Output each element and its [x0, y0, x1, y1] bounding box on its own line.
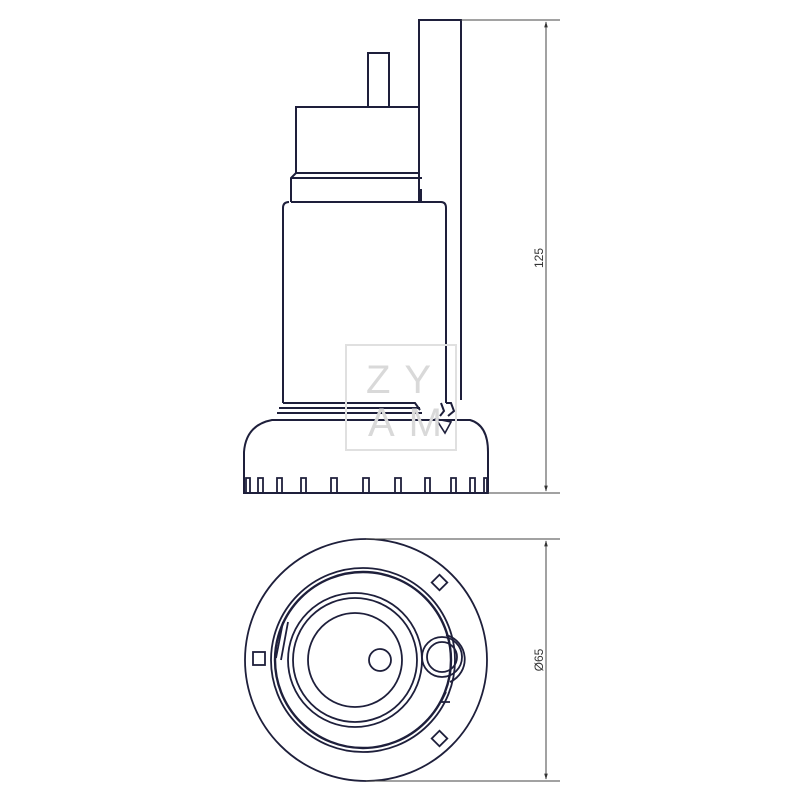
- inner-housing-outer: [270, 567, 456, 753]
- height-dimension: [461, 19, 560, 494]
- diameter-dimension-label: Ø65: [532, 648, 546, 671]
- watermark-line2: AM: [368, 401, 456, 445]
- inner-housing-inner: [273, 570, 453, 750]
- bottom-view: [244, 538, 488, 782]
- body-ring-right: [439, 402, 456, 417]
- side-view: [243, 19, 489, 494]
- cable-stub: [367, 52, 390, 108]
- collar: [290, 172, 422, 202]
- discharge-pipe: [418, 19, 462, 400]
- diameter-dimension: [366, 538, 560, 782]
- outlet-ring-inner: [426, 641, 458, 673]
- motor-cap: [295, 106, 420, 174]
- housing-notch-right: [440, 691, 450, 703]
- impeller-ring-inner: [292, 597, 418, 723]
- mount-square-left: [252, 651, 266, 666]
- mount-square-bottom: [430, 729, 449, 748]
- watermark-line1: ZY: [366, 358, 445, 402]
- housing-notch-left: [275, 621, 289, 661]
- impeller-core: [307, 612, 403, 708]
- mount-square-top: [430, 573, 449, 592]
- outlet-lip: [445, 634, 466, 683]
- body-ring: [277, 402, 422, 414]
- base-slots: [245, 477, 488, 493]
- height-dimension-label: 125: [532, 248, 546, 268]
- main-body: [282, 201, 447, 403]
- outlet-ring-outer: [421, 636, 463, 678]
- watermark: ZY AM: [345, 344, 457, 451]
- shaft-hole: [368, 648, 392, 672]
